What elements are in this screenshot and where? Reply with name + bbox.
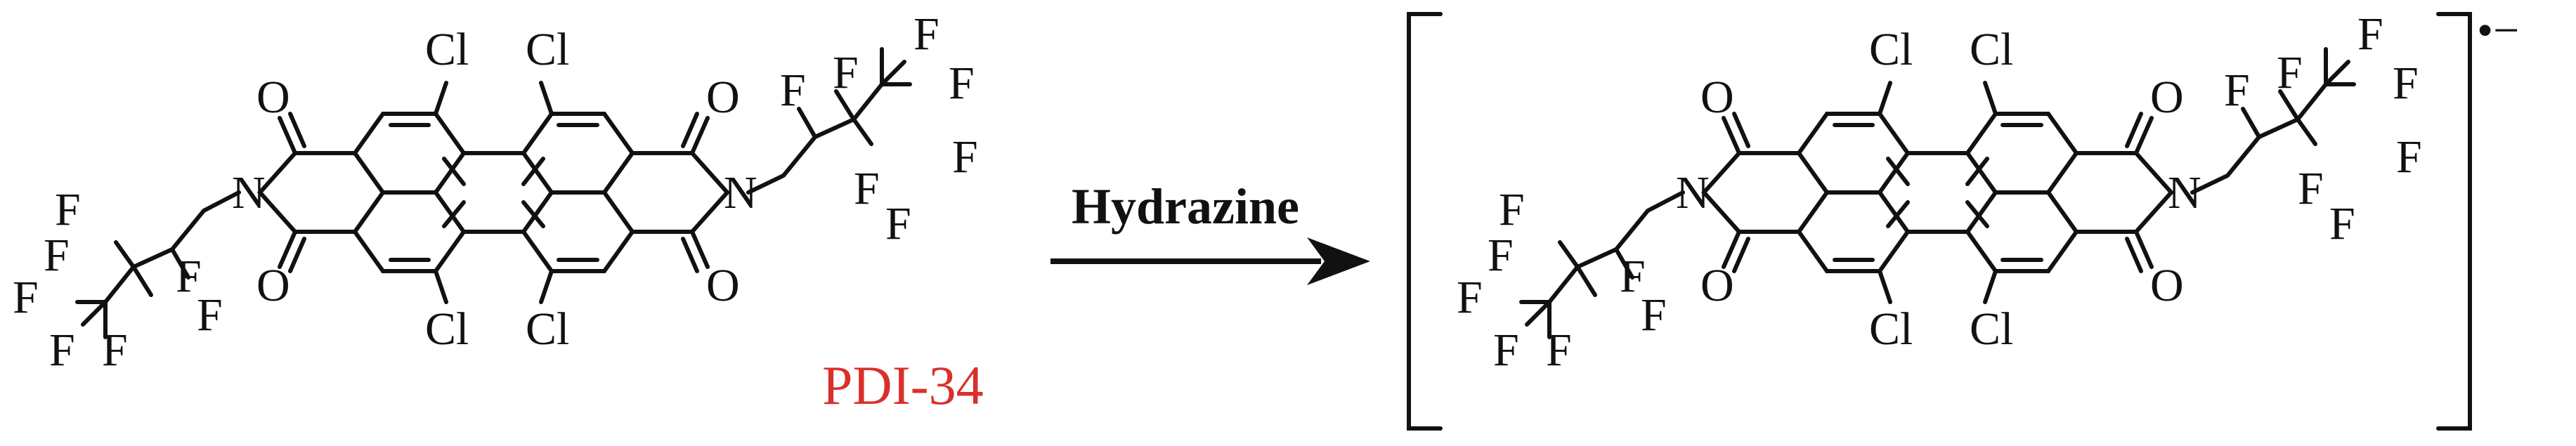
product-f-1: F xyxy=(1499,184,1525,235)
reactant-f-14: F xyxy=(885,198,911,249)
reactant-f-1: F xyxy=(55,184,81,235)
product-o-4: O xyxy=(2150,260,2184,311)
reactant-f-7: F xyxy=(102,324,128,376)
product-f-3: F xyxy=(1620,251,1646,302)
arrow-head-icon xyxy=(1307,237,1370,285)
product-cl-1: Cl xyxy=(1869,24,1913,75)
reactant-o-3: O xyxy=(706,72,740,123)
reactant-f-12: F xyxy=(952,131,978,183)
reaction-arrow: Hydrazine xyxy=(1050,178,1370,285)
product-cl-2: Cl xyxy=(1970,24,2013,75)
product-o-2: O xyxy=(1700,260,1734,311)
reactant-f-10: F xyxy=(913,8,939,60)
product-bracket-right xyxy=(2436,12,2472,431)
product-f-2: F xyxy=(1488,230,1514,281)
product-cl-4: Cl xyxy=(1970,303,2013,355)
reactant-f-5: F xyxy=(13,272,39,323)
reactant-f-4: F xyxy=(197,289,223,341)
product-f-8: F xyxy=(2224,65,2250,116)
product-n-1: N xyxy=(1676,167,1710,218)
reactant-f-2: F xyxy=(44,230,70,281)
reactant-o-1: O xyxy=(256,72,290,123)
reactant-o-2: O xyxy=(256,260,290,311)
reactant-structure: Cl Cl Cl Cl O O O O N N F F F F F F F F … xyxy=(13,8,984,416)
reactant-f-11: F xyxy=(949,58,975,109)
reactant-f-13: F xyxy=(854,163,880,214)
compound-label-pdi-34: PDI-34 xyxy=(822,355,984,416)
product-f-7: F xyxy=(1546,324,1572,376)
product-n-2: N xyxy=(2168,167,2201,218)
product-f-4: F xyxy=(1641,289,1667,341)
product-cl-3: Cl xyxy=(1869,303,1913,355)
reactant-n-1: N xyxy=(232,167,266,218)
product-structure: Cl Cl Cl Cl O O O O N N F F F F F F F F … xyxy=(1407,5,2519,431)
product-o-1: O xyxy=(1700,72,1734,123)
reactant-f-9: F xyxy=(833,47,859,98)
reactant-cl-3: Cl xyxy=(425,303,469,355)
product-f-13: F xyxy=(2298,163,2324,214)
reactant-n-2: N xyxy=(724,167,757,218)
product-f-14: F xyxy=(2329,198,2355,249)
radical-anion-charge: •− xyxy=(2477,5,2519,56)
reactant-cl-2: Cl xyxy=(526,24,569,75)
reactant-cl-1: Cl xyxy=(425,24,469,75)
product-bracket-left xyxy=(1407,12,1443,431)
reactant-cl-4: Cl xyxy=(526,303,569,355)
reactant-f-3: F xyxy=(176,251,202,302)
product-f-11: F xyxy=(2393,58,2419,109)
product-f-10: F xyxy=(2357,8,2383,60)
reactant-o-4: O xyxy=(706,260,740,311)
reagent-label: Hydrazine xyxy=(1072,178,1299,235)
reactant-f-8: F xyxy=(780,65,806,116)
product-f-9: F xyxy=(2277,47,2303,98)
product-f-5: F xyxy=(1457,272,1483,323)
reactant-f-6: F xyxy=(49,324,75,376)
product-f-6: F xyxy=(1493,324,1519,376)
product-f-12: F xyxy=(2396,131,2422,183)
product-o-3: O xyxy=(2150,72,2184,123)
